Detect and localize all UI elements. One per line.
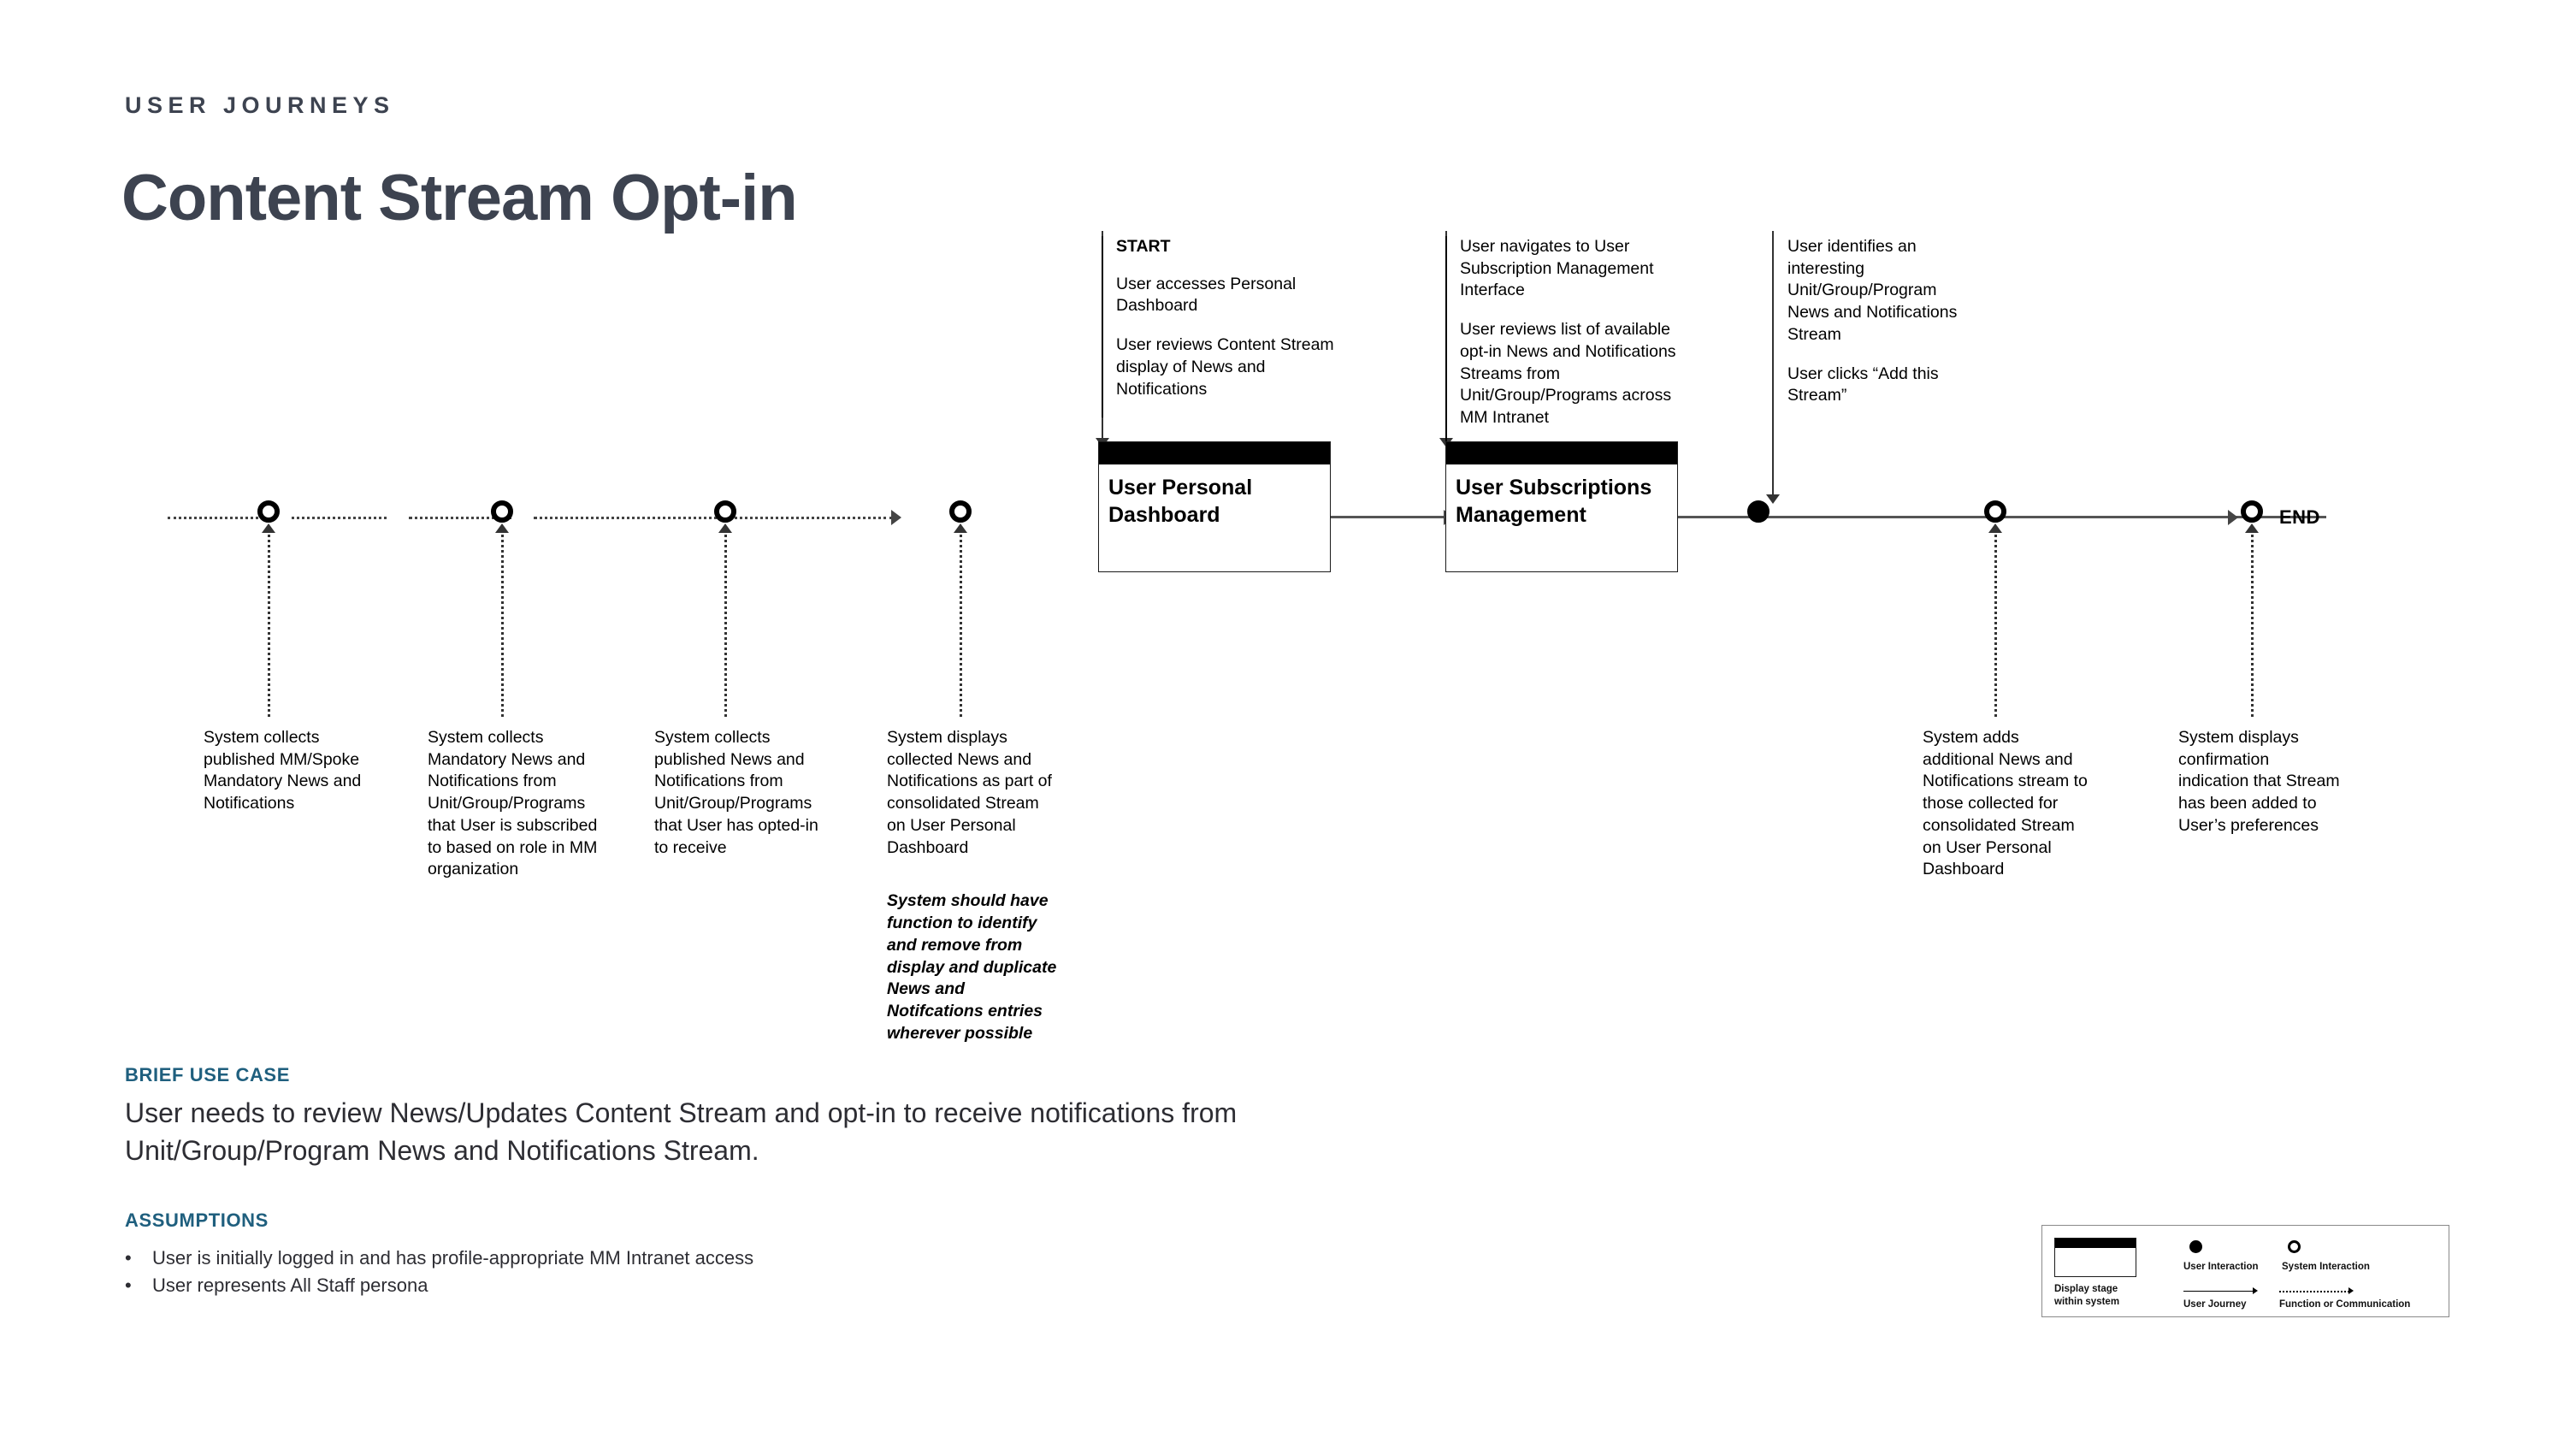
list-item: • User is initially logged in and has pr… (125, 1245, 1322, 1272)
end-label: END (2279, 506, 2320, 528)
legend-user-journey-label: User Journey (2183, 1299, 2247, 1310)
bottom-annotation-2: System collects Mandatory News and Notif… (428, 727, 599, 881)
bullet-icon: • (125, 1247, 132, 1269)
axis-arrowhead-1 (891, 510, 901, 525)
connector-arrow-down-3 (1766, 494, 1780, 504)
bottom-annotation-3: System collects published News and Notif… (654, 727, 825, 859)
stage-box-user-personal-dashboard[interactable]: User Personal Dashboard (1098, 441, 1331, 572)
stage-box-header-bar (1446, 442, 1677, 464)
bottom-annotation-1-text: System collects published MM/Spoke Manda… (204, 728, 362, 813)
page-title: Content Stream Opt-in (121, 162, 798, 234)
page-eyebrow: USER JOURNEYS (125, 92, 395, 118)
node-user-interaction-1[interactable] (1747, 500, 1770, 523)
top-annotation-3: User identifies an interesting Unit/Grou… (1787, 236, 1971, 424)
bottom-annotation-5: System adds additional News and Notifica… (1923, 727, 2094, 881)
legend-display-stage-icon (2054, 1238, 2136, 1277)
connector-top-3 (1772, 231, 1774, 498)
legend-user-interaction-label: User Interaction (2183, 1262, 2259, 1272)
legend-user-journey-arrowhead-icon (2253, 1287, 2258, 1294)
column-rule (1102, 236, 1103, 418)
brief-use-case-body: User needs to review News/Updates Conten… (125, 1097, 1238, 1166)
legend-user-interaction-icon (2189, 1240, 2202, 1253)
connector-down-6 (2251, 529, 2254, 717)
axis-arrowhead-3 (2228, 510, 2238, 525)
legend-system-interaction-icon (2288, 1240, 2301, 1253)
legend-stage-header-bar (2055, 1239, 2136, 1248)
node-system-interaction-1[interactable] (257, 500, 280, 523)
start-label: START (1116, 237, 1171, 256)
legend-user-journey-line-icon (2183, 1291, 2254, 1292)
connector-arrow-up-2 (495, 523, 509, 533)
bottom-annotation-4-note: System should have function to identify … (887, 891, 1057, 1043)
axis-dotted-4 (534, 517, 893, 519)
bottom-annotation-6: System displays confirmation indication … (2178, 727, 2341, 837)
node-system-interaction-2[interactable] (491, 500, 513, 523)
top-annotation-3-p1: User identifies an interesting Unit/Grou… (1787, 237, 1958, 344)
legend-panel: Display stage within system User Interac… (2041, 1225, 2449, 1317)
top-annotation-2-p1: User navigates to User Subscription Mana… (1460, 237, 1654, 300)
bottom-annotation-2-text: System collects Mandatory News and Notif… (428, 728, 598, 879)
connector-down-4 (960, 529, 962, 717)
legend-function-label: Function or Communication (2279, 1299, 2411, 1310)
top-annotation-1: START User accesses Personal Dashboard U… (1102, 236, 1347, 418)
connector-arrow-up-6 (2245, 523, 2259, 533)
axis-dotted-2 (292, 517, 387, 519)
bullet-icon: • (125, 1274, 132, 1296)
top-annotation-2-p2: User reviews list of available opt-in Ne… (1460, 320, 1676, 428)
top-annotation-3-p2: User clicks “Add this Stream” (1787, 364, 1939, 405)
connector-arrow-up-5 (1988, 523, 2002, 533)
bottom-annotation-6-text: System displays confirmation indication … (2178, 728, 2340, 835)
connector-arrow-up-3 (718, 523, 732, 533)
connector-down-5 (1994, 529, 1997, 717)
column-rule (1445, 236, 1447, 447)
connector-down-1 (268, 529, 270, 717)
legend-system-interaction-label: System Interaction (2282, 1262, 2370, 1272)
axis-dotted-3 (409, 517, 511, 519)
top-annotation-1-p1: User accesses Personal Dashboard (1116, 274, 1297, 316)
connector-arrow-up-4 (954, 523, 967, 533)
stage-box-label: User Personal Dashboard (1108, 476, 1253, 527)
assumptions-list: • User is initially logged in and has pr… (125, 1245, 1322, 1299)
brief-use-case-heading: BRIEF USE CASE (125, 1064, 290, 1085)
connector-arrow-up-1 (262, 523, 275, 533)
stage-box-user-subscriptions-management[interactable]: User Subscriptions Management (1445, 441, 1678, 572)
bottom-annotation-3-text: System collects published News and Notif… (654, 728, 818, 857)
connector-down-3 (724, 529, 727, 717)
top-annotation-1-p2: User reviews Content Stream display of N… (1116, 335, 1334, 399)
connector-down-2 (501, 529, 504, 717)
legend-function-line-icon (2279, 1291, 2349, 1292)
node-system-interaction-3[interactable] (714, 500, 736, 523)
legend-function-arrowhead-icon (2349, 1287, 2354, 1294)
node-system-interaction-5[interactable] (1984, 500, 2006, 523)
bottom-annotation-4: System displays collected News and Notif… (887, 727, 1058, 1045)
list-item: • User represents All Staff persona (125, 1272, 1322, 1299)
stage-box-header-bar (1099, 442, 1330, 464)
node-system-interaction-6[interactable] (2241, 500, 2263, 523)
bottom-annotation-1: System collects published MM/Spoke Manda… (204, 727, 370, 815)
assumption-2-text: User represents All Staff persona (152, 1274, 428, 1296)
node-system-interaction-4[interactable] (949, 500, 972, 523)
top-annotation-2: User navigates to User Subscription Mana… (1445, 236, 1682, 447)
assumption-1-text: User is initially logged in and has prof… (152, 1247, 754, 1269)
bottom-annotation-4-text: System displays collected News and Notif… (887, 728, 1052, 857)
axis-dotted-1 (168, 517, 269, 519)
legend-display-stage-label: Display stage within system (2054, 1284, 2120, 1307)
bottom-annotation-5-text: System adds additional News and Notifica… (1923, 728, 2088, 879)
stage-box-label: User Subscriptions Management (1456, 476, 1652, 527)
assumptions-heading: ASSUMPTIONS (125, 1209, 269, 1231)
